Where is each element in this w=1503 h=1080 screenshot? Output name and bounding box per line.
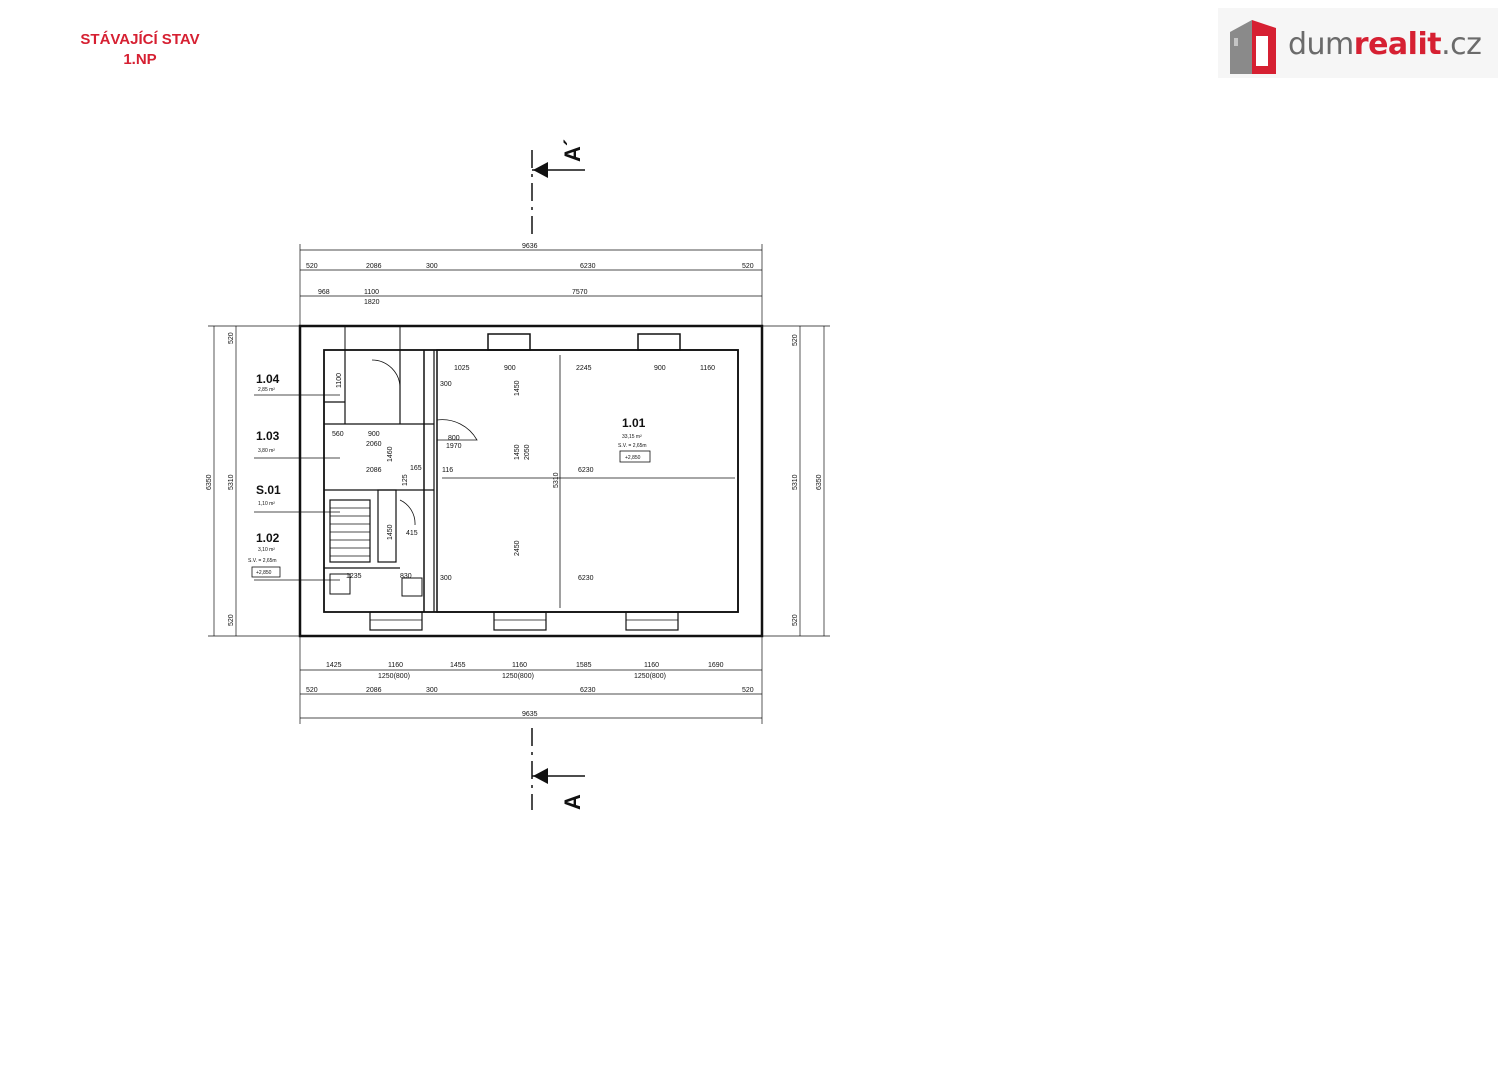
dim-top-row1: 6230 xyxy=(580,263,596,270)
dim-interior: 900 xyxy=(504,365,516,372)
dim-interior: 900 xyxy=(368,431,380,438)
dim-right-end: 520 xyxy=(792,614,799,626)
title-line-1: STÁVAJÍCÍ STAV xyxy=(80,31,200,48)
dim-top-row2: 1820 xyxy=(364,299,380,306)
room-area-1-03: 3,80 m² xyxy=(258,448,275,454)
dim-bottom-row1: 1160 xyxy=(644,662,659,669)
dim-interior: 300 xyxy=(440,575,452,582)
dim-left-end: 520 xyxy=(228,332,235,344)
page-title: STÁVAJÍCÍ STAV 1.NP xyxy=(40,30,240,70)
dim-top-row1: 520 xyxy=(742,263,754,270)
dim-interior: 2450 xyxy=(514,540,521,556)
dim-interior: 1460 xyxy=(387,446,394,462)
logo-text-realit: realit xyxy=(1353,27,1442,62)
room-height-1-02: S.V. = 2,65m xyxy=(248,558,277,564)
room-level-1-01: +2,850 xyxy=(625,455,641,461)
dim-bottom-row1: 1160 xyxy=(388,662,403,669)
dim-interior: 1100 xyxy=(336,373,343,388)
dim-interior: 2086 xyxy=(366,467,382,474)
dim-interior: 1160 xyxy=(700,365,715,372)
dim-bottom-row1: 1160 xyxy=(512,662,527,669)
dim-bottom-row2: 6230 xyxy=(580,687,596,694)
dim-bottom-row2: 520 xyxy=(306,687,318,694)
dim-right-outer: 6350 xyxy=(816,474,823,490)
room-label-s-01: S.01 xyxy=(256,483,281,497)
room-area-1-01: 33,15 m² xyxy=(622,434,642,440)
brand-logo[interactable]: dumrealit.cz xyxy=(1218,8,1498,78)
walls xyxy=(298,324,764,638)
dim-interior: 900 xyxy=(654,365,666,372)
dim-bottom-row2: 520 xyxy=(742,687,754,694)
level-box-1-02 xyxy=(251,566,281,578)
section-label-top: A´ xyxy=(560,139,585,162)
dim-window: 1250(800) xyxy=(502,673,534,680)
room-label-1-01: 1.01 xyxy=(622,416,646,430)
room-level-1-02: +2,850 xyxy=(256,570,272,576)
section-arrow-bottom xyxy=(533,768,548,784)
dim-bottom-row2: 2086 xyxy=(366,687,382,694)
dim-window: 1250(800) xyxy=(378,673,410,680)
dim-bottom-row1: 1585 xyxy=(576,662,592,669)
title-line-2: 1.NP xyxy=(123,51,157,68)
dim-interior: 165 xyxy=(410,465,422,472)
dim-interior: 1970 xyxy=(446,443,462,450)
dim-top-row1: 520 xyxy=(306,263,318,270)
dim-interior: 2050 xyxy=(524,444,531,460)
dim-top-row1: 300 xyxy=(426,263,438,270)
dim-bottom-row1: 1690 xyxy=(708,662,724,669)
dim-interior: 2245 xyxy=(576,365,592,372)
dim-left-end: 520 xyxy=(228,614,235,626)
dim-interior: 800 xyxy=(448,435,460,442)
dim-interior: 5310 xyxy=(553,472,560,488)
dim-interior: 1235 xyxy=(346,573,362,580)
dim-window: 1250(800) xyxy=(634,673,666,680)
dim-interior: 560 xyxy=(332,431,344,438)
dim-interior: 415 xyxy=(406,530,418,537)
dim-interior: 2060 xyxy=(366,441,382,448)
dim-bottom-total: 9635 xyxy=(522,711,538,718)
room-area-1-02: 3,10 m² xyxy=(258,547,275,553)
building-logo-icon xyxy=(1230,20,1276,74)
dimension-lines xyxy=(208,244,830,724)
dim-top-row2: 7570 xyxy=(572,289,588,296)
logo-text-cz: .cz xyxy=(1441,27,1482,62)
level-box-1-01 xyxy=(619,450,651,463)
section-arrow-top xyxy=(533,162,548,178)
room-label-1-02: 1.02 xyxy=(256,531,280,545)
logo-text: dumrealit.cz xyxy=(1288,27,1482,62)
section-label-bottom: A xyxy=(560,794,585,810)
dim-right-inner: 5310 xyxy=(792,474,799,490)
dim-bottom-row1: 1425 xyxy=(326,662,342,669)
dim-right-end: 520 xyxy=(792,334,799,346)
dim-top-row2: 1100 xyxy=(364,289,379,296)
dim-interior: 1450 xyxy=(514,380,521,396)
dim-top-row1: 2086 xyxy=(366,263,382,270)
room-area-1-04: 2,85 m² xyxy=(258,387,275,393)
dim-interior: 1025 xyxy=(454,365,470,372)
dim-bottom-row2: 300 xyxy=(426,687,438,694)
logo-text-dum: dum xyxy=(1288,27,1354,62)
room-label-1-04: 1.04 xyxy=(256,372,280,386)
room-height-1-01: S.V. = 2,65m xyxy=(618,443,647,449)
dim-interior: 125 xyxy=(402,474,409,486)
dim-interior: 830 xyxy=(400,573,412,580)
dim-interior: 1450 xyxy=(514,444,521,460)
dim-left-outer: 6350 xyxy=(206,474,213,490)
room-label-1-03: 1.03 xyxy=(256,429,280,443)
room-area-s-01: 1,10 m² xyxy=(258,501,275,507)
dim-interior: 116 xyxy=(442,467,453,474)
dim-top-row2: 968 xyxy=(318,289,330,296)
dim-interior: 6230 xyxy=(578,467,594,474)
dim-interior: 1450 xyxy=(387,524,394,540)
dim-interior: 300 xyxy=(440,381,452,388)
dim-top-total: 9636 xyxy=(522,243,538,250)
dim-interior: 6230 xyxy=(578,575,594,582)
dim-bottom-row1: 1455 xyxy=(450,662,466,669)
dim-left-inner: 5310 xyxy=(228,474,235,490)
